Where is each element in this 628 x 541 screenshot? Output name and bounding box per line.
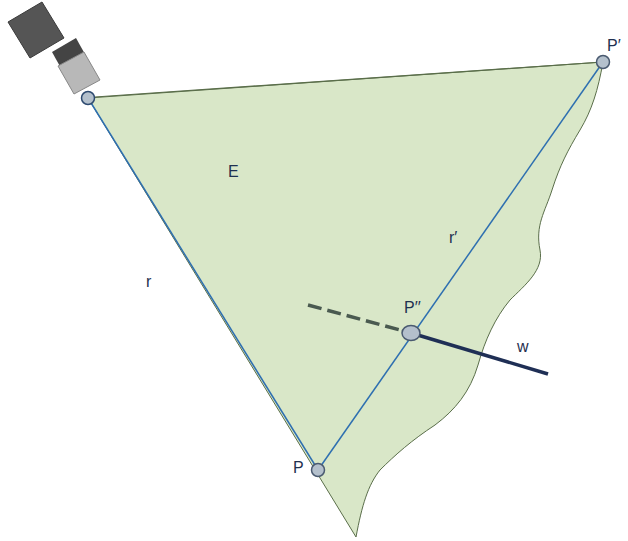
- point-label: P: [293, 460, 304, 476]
- line-label: w: [517, 339, 529, 355]
- plane-edge: [95, 62, 603, 97]
- plane-region: [88, 62, 603, 537]
- line-w-hidden: [308, 305, 411, 333]
- point-p: [312, 464, 325, 477]
- point-label: P′′: [404, 300, 421, 316]
- camera-icon: [8, 2, 100, 94]
- ray-label: r′: [449, 230, 457, 246]
- ray-r-prime: [318, 62, 603, 470]
- point-p-double-prime: [402, 326, 420, 341]
- point-label: P′: [607, 38, 621, 54]
- point-p-prime: [597, 56, 610, 69]
- plane-label: E: [228, 164, 239, 180]
- ray-label: r: [146, 274, 151, 290]
- line-w: [411, 333, 548, 374]
- camera-center-point: [82, 92, 95, 105]
- ray-r: [88, 98, 318, 470]
